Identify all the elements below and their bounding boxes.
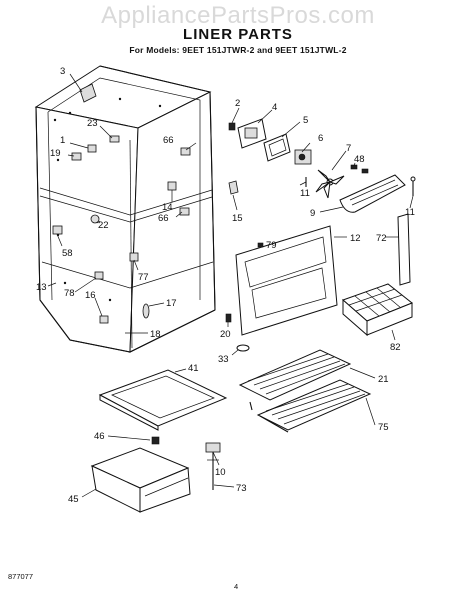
callout-23: 23 bbox=[87, 118, 98, 129]
callout-19: 19 bbox=[50, 148, 61, 159]
callout-33: 33 bbox=[218, 354, 229, 365]
callout-20: 20 bbox=[220, 329, 231, 340]
ice-cube-tray bbox=[342, 283, 413, 337]
callout-77: 77 bbox=[138, 272, 149, 283]
footer-page-number: 4 bbox=[234, 582, 239, 591]
evaporator-cover bbox=[235, 225, 338, 336]
callout-45: 45 bbox=[68, 494, 79, 505]
callout-16: 16 bbox=[85, 290, 96, 301]
callout-66-upper: 66 bbox=[163, 135, 174, 146]
callout-6: 6 bbox=[318, 133, 323, 144]
callout-79: 79 bbox=[266, 240, 277, 251]
plug-part bbox=[236, 344, 250, 352]
clip-part bbox=[225, 313, 232, 323]
callout-48: 48 bbox=[354, 154, 365, 165]
crisper-clip bbox=[151, 436, 160, 445]
callout-3: 3 bbox=[60, 66, 65, 77]
callout-46: 46 bbox=[94, 431, 105, 442]
side-trim-strip bbox=[397, 213, 411, 286]
watermark: AppliancePartsPros.com bbox=[101, 2, 375, 29]
callout-9: 9 bbox=[310, 208, 315, 219]
callout-4: 4 bbox=[272, 102, 277, 113]
callout-72: 72 bbox=[376, 233, 387, 244]
callout-75: 75 bbox=[378, 422, 389, 433]
callout-58: 58 bbox=[62, 248, 73, 259]
callout-18: 18 bbox=[150, 329, 161, 340]
callout-78: 78 bbox=[64, 288, 75, 299]
callout-14: 14 bbox=[162, 202, 173, 213]
callout-12: 12 bbox=[350, 233, 361, 244]
callout-labels: 3 2 4 5 23 1 66 6 7 48 19 11 11 14 9 66 … bbox=[36, 66, 415, 505]
callout-21: 21 bbox=[378, 374, 389, 385]
callout-1: 1 bbox=[60, 135, 65, 146]
footer-code: 877077 bbox=[8, 572, 34, 581]
callout-11-left: 11 bbox=[300, 188, 310, 199]
wire-shelves bbox=[238, 349, 372, 433]
callout-17: 17 bbox=[166, 298, 177, 309]
callout-10: 10 bbox=[215, 467, 226, 478]
callout-7: 7 bbox=[346, 143, 351, 154]
callout-73: 73 bbox=[236, 483, 247, 494]
callout-15: 15 bbox=[232, 213, 243, 224]
callout-22: 22 bbox=[98, 220, 109, 231]
fan-assembly-parts bbox=[228, 118, 416, 213]
liner-cabinet bbox=[34, 65, 216, 353]
callout-11-right: 11 bbox=[405, 207, 415, 218]
crisper-drawer bbox=[90, 447, 191, 513]
model-subtitle: For Models: 9EET 151JTWR-2 and 9EET 151J… bbox=[129, 45, 347, 55]
callout-2: 2 bbox=[235, 98, 240, 109]
callout-13: 13 bbox=[36, 282, 47, 293]
leader-lines bbox=[47, 73, 414, 498]
callout-5: 5 bbox=[303, 115, 308, 126]
callout-66-lower: 66 bbox=[158, 213, 169, 224]
callout-82: 82 bbox=[390, 342, 401, 353]
crisper-cover bbox=[98, 369, 228, 431]
page-title: LINER PARTS bbox=[183, 26, 293, 43]
callout-41: 41 bbox=[188, 363, 199, 374]
